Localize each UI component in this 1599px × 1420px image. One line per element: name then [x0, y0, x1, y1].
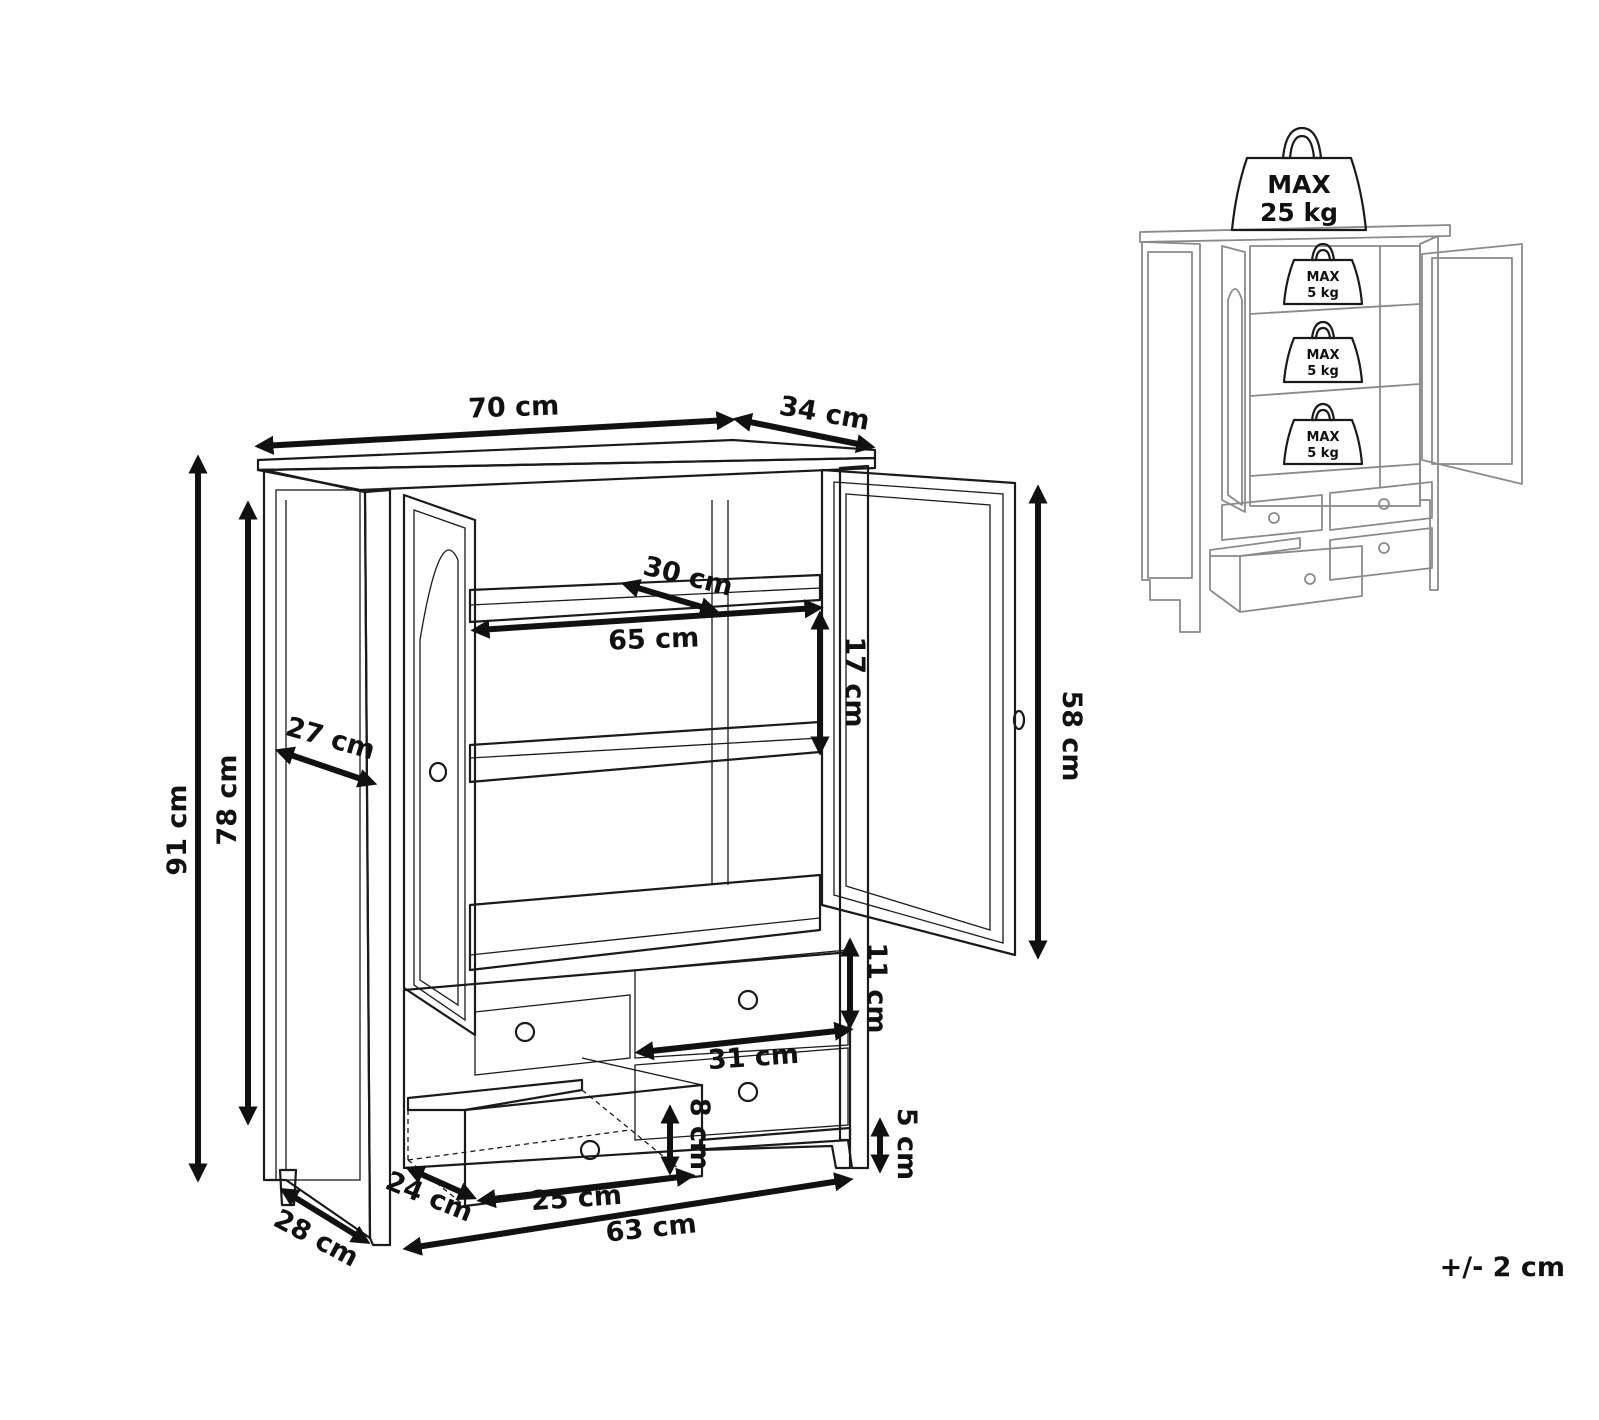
- shelf-weight-icon-1: MAX 5 kg: [1282, 242, 1364, 306]
- label-shelf-spacing: 17 cm: [839, 636, 870, 727]
- label-drawer-height-upper: 11 cm: [861, 942, 892, 1033]
- tolerance-note: +/- 2 cm: [1440, 1252, 1565, 1283]
- shelf-weight-icon-3: MAX 5 kg: [1282, 402, 1364, 466]
- label-drawer-inner-height: 8 cm: [684, 1098, 715, 1170]
- shelf-weight-icon-2: MAX 5 kg: [1282, 320, 1364, 384]
- load-capacity-thumbnail: MAX 25 kg MAX 5 kg MAX 5 kg MAX 5 kg: [1139, 126, 1523, 633]
- top-weight-icon: MAX 25 kg: [1230, 126, 1368, 232]
- cabinet-drawing: [256, 438, 1026, 1247]
- dim-28-arrow: [279, 1187, 371, 1245]
- dim-70-arrow: [254, 411, 736, 455]
- dimension-labels: 70 cm 34 cm 30 cm 65 cm 17 cm 58 cm 27 c…: [162, 390, 1087, 1273]
- shelf-weight-1-max: MAX: [1306, 270, 1339, 285]
- dim-27-arrow: [274, 746, 378, 788]
- dim-34-arrow: [732, 412, 876, 454]
- dimension-arrows: [188, 411, 1048, 1256]
- label-leg-height: 5 cm: [891, 1108, 922, 1180]
- dim-31-arrow: [634, 1021, 854, 1061]
- shelf-weight-3-max: MAX: [1306, 430, 1339, 445]
- shelf-weight-1-value: 5 kg: [1307, 286, 1339, 301]
- top-weight-value: 25 kg: [1260, 198, 1338, 227]
- top-weight-max: MAX: [1267, 170, 1331, 199]
- label-shelf-width: 65 cm: [608, 622, 700, 656]
- label-door-height: 58 cm: [1056, 690, 1087, 781]
- dim-65-arrow: [470, 599, 824, 639]
- label-body-height: 78 cm: [212, 754, 243, 845]
- label-total-height: 91 cm: [162, 784, 193, 875]
- shelf-weight-2-max: MAX: [1306, 348, 1339, 363]
- shelf-weight-2-value: 5 kg: [1307, 364, 1339, 379]
- label-width-total: 70 cm: [468, 390, 560, 424]
- label-drawer-inner-width: 25 cm: [530, 1180, 623, 1217]
- label-drawer-width: 31 cm: [707, 1039, 800, 1076]
- shelf-weight-3-value: 5 kg: [1307, 446, 1339, 461]
- dim-63-arrow: [402, 1172, 854, 1256]
